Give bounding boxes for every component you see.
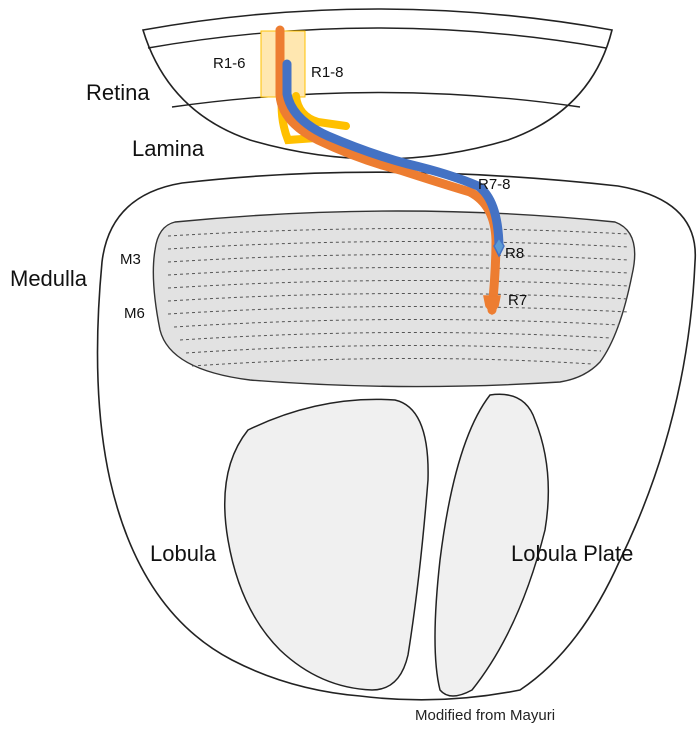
- eye: [143, 9, 612, 159]
- label-lobula-plate: Lobula Plate: [511, 541, 633, 566]
- credit-text: Modified from Mayuri: [415, 707, 555, 724]
- medulla: [153, 211, 634, 387]
- label-m3: M3: [120, 251, 141, 268]
- label-lamina: Lamina: [132, 136, 205, 161]
- label-lobula: Lobula: [150, 541, 217, 566]
- label-r1-6: R1-6: [213, 55, 246, 72]
- eye-outline: [143, 9, 612, 159]
- label-r7: R7: [508, 292, 527, 309]
- label-medulla: Medulla: [10, 266, 88, 291]
- label-r7-8: R7-8: [478, 176, 511, 193]
- label-m6: M6: [124, 305, 145, 322]
- label-r1-8: R1-8: [311, 64, 344, 81]
- medulla-neuropil: [153, 211, 634, 387]
- label-r8: R8: [505, 245, 524, 262]
- label-retina: Retina: [86, 80, 150, 105]
